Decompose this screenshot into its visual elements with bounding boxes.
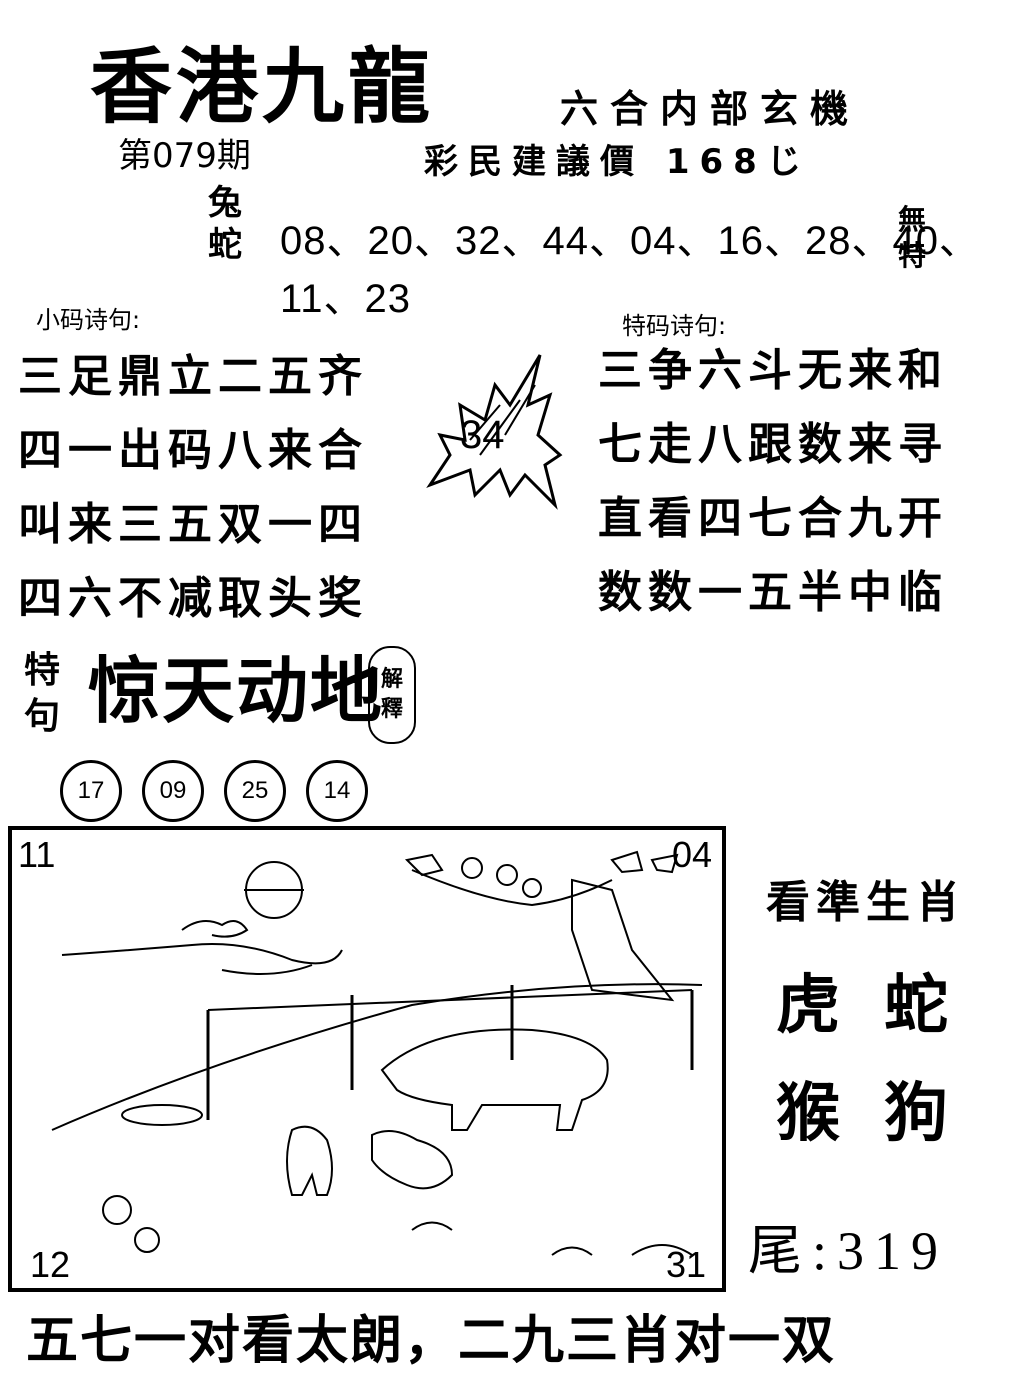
bottom-poem: 五七一对看太朗，二九三肖对一双 (26, 1311, 837, 1371)
tail-numbers: 尾:319 (748, 1221, 949, 1281)
pig-icon (380, 1028, 609, 1131)
picture-frame: 11 04 12 31 (8, 826, 726, 1292)
special-poem: 三争六斗无来和 七走八跟数来寻 直看四七合九开 数数一五半中临 (598, 334, 948, 630)
price-text: 彩民建議價 168 (424, 142, 767, 182)
small-poem: 三足鼎立二五齐 四一出码八来合 叫来三五双一四 四六不减取头奖 (18, 340, 368, 636)
piglet-icon (371, 1130, 454, 1190)
corner-number-top-left: 11 (18, 834, 56, 875)
cloud-icon (181, 920, 249, 938)
piglet-icon (286, 1125, 333, 1196)
fence-icon (51, 983, 703, 1131)
circled-number: 17 (60, 760, 122, 822)
corner-number-top-right: 04 (671, 834, 712, 875)
zodiac-focus-item: 狗 (884, 1076, 948, 1151)
zodiac-pick-1: 兔 (208, 183, 242, 223)
farm-scene-illustration (51, 850, 703, 1256)
special-label-1: 特 (24, 650, 61, 691)
circled-number: 14 (306, 760, 368, 822)
flame-illustration: 34 (410, 345, 570, 515)
zodiac-pick-2: 蛇 (208, 225, 242, 265)
suggested-price: 彩民建議價 168じ (424, 134, 811, 183)
poem-line: 三足鼎立二五齐 (18, 351, 368, 402)
zodiac-focus-item: 虎 (776, 968, 840, 1043)
flower-icon (102, 1195, 132, 1225)
subtitle: 六合内部玄機 (560, 87, 861, 131)
explain-line-2: 釋 (380, 697, 403, 722)
zodiac-focus-item: 蛇 (884, 968, 948, 1043)
no-special-note: 無 特 (898, 202, 938, 274)
explain-line-1: 解 (380, 667, 403, 692)
poem-line: 直看四七合九开 (598, 493, 948, 544)
poem-line: 四一出码八来合 (18, 425, 368, 476)
zodiac-focus-item: 猴 (776, 1076, 840, 1151)
special-label-2: 句 (24, 696, 61, 737)
zodiac-numbers: 08、20、32、44、04、16、28、40、11、23 (280, 219, 980, 321)
price-unit: じ (766, 142, 811, 182)
poem-line: 叫来三五双一四 (18, 499, 368, 550)
flower-icon (411, 1221, 453, 1231)
poem-line: 三争六斗无来和 (598, 345, 948, 396)
circled-number: 09 (142, 760, 204, 822)
special-phrase: 惊天动地 (88, 648, 385, 733)
small-poem-label: 小码诗句: (36, 306, 141, 334)
special-poem-label: 特码诗句: (622, 312, 727, 340)
poem-line: 七走八跟数来寻 (598, 419, 948, 470)
flower-icon (134, 1227, 160, 1253)
tree-icon (571, 878, 675, 1002)
zodiac-focus-heading: 看準生肖 (766, 877, 966, 928)
issue-number: 第079期 (118, 136, 251, 176)
corner-number-bottom-right: 31 (665, 1244, 706, 1285)
no-special-line-1: 無 (898, 203, 927, 236)
special-phrase-label: 特 句 (24, 648, 72, 740)
flame-icon (426, 354, 563, 510)
corner-number-bottom-left: 12 (30, 1244, 71, 1285)
trough-icon (121, 1104, 203, 1126)
poem-line: 数数一五半中临 (598, 567, 948, 618)
center-number: 34 (460, 413, 505, 457)
page-title: 香港九龍 (90, 39, 435, 135)
no-special-line-2: 特 (898, 239, 927, 272)
zodiac-pick-label: 兔 蛇 (208, 182, 258, 266)
explain-badge: 解 釋 (368, 646, 416, 744)
poem-line: 四六不减取头奖 (18, 573, 368, 624)
circled-number: 25 (224, 760, 286, 822)
